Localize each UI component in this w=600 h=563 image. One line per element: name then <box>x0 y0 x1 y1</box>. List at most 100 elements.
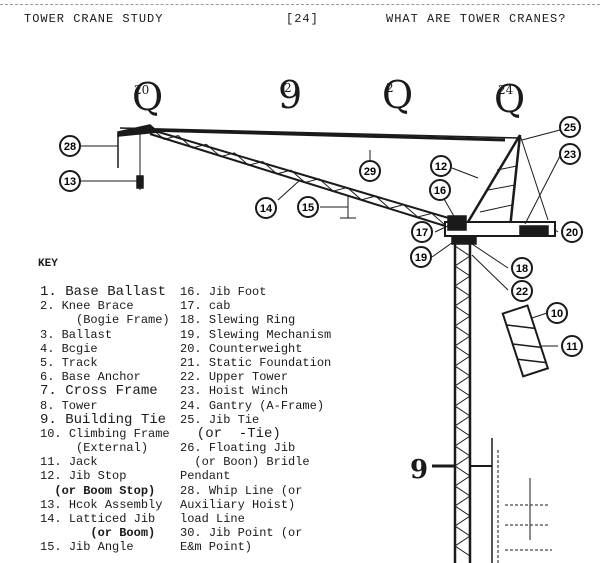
callout-13: 13 <box>59 170 81 192</box>
key-entry-label: (or -Tie) <box>180 425 281 442</box>
callout-number: 16 <box>434 185 446 197</box>
key-entry: 9. Building Tie <box>40 413 180 427</box>
key-entry: 21. Static Foundation <box>180 356 360 370</box>
key-entry: 23. Hoist Winch <box>180 384 360 398</box>
whip-line <box>144 128 506 142</box>
overlay-small: 20 <box>134 83 149 97</box>
key-entry: (or -Tie) <box>180 427 360 441</box>
key-entry-label: Climbing Frame <box>68 426 170 441</box>
key-entry-label: (Bogie Frame) <box>40 313 170 328</box>
callout-number: 11 <box>566 341 578 353</box>
key-entry-label: Auxiliary Hoist) <box>180 497 296 512</box>
key-entry: 3. Ballast <box>40 328 180 342</box>
callout-25: 25 <box>559 116 581 138</box>
key-entry: 1. Base Ballast <box>40 285 180 299</box>
key-entry-number: 8. <box>40 398 62 413</box>
crane-structure <box>117 124 556 563</box>
callout-28: 28 <box>59 135 81 157</box>
callout-number: 17 <box>416 227 428 239</box>
key-entry-number: 6. <box>40 370 62 385</box>
key-entry: 17. cab <box>180 299 360 313</box>
overlay-mark: Q <box>494 77 525 121</box>
key-entry-number: 4. <box>40 341 62 356</box>
callout-number: 28 <box>64 141 76 153</box>
key-entry-number: 23. <box>180 384 209 399</box>
key-entry-label: cab <box>208 299 231 314</box>
key-entry-label: Track <box>61 355 98 370</box>
key-entry: 15. Jib Angle <box>40 540 180 554</box>
callout-number: 14 <box>260 203 273 215</box>
key-entry-number: 10. <box>40 426 69 441</box>
key-entry-number: 21. <box>180 355 209 370</box>
callout-number: 25 <box>564 122 576 134</box>
key-entry: E&m Point) <box>180 540 360 554</box>
leader-lines <box>81 129 561 347</box>
key-entry-number: 17. <box>180 299 209 314</box>
header-page-number: [24] <box>286 12 319 26</box>
header-study-title: TOWER CRANE STUDY <box>24 12 164 26</box>
top-dashed-rule <box>0 4 600 5</box>
key-entry-label: (External) <box>40 441 149 456</box>
key-entry-label: Jib Angle <box>68 540 134 555</box>
key-entry: 22. Upper Tower <box>180 370 360 384</box>
callout-15: 15 <box>297 196 319 218</box>
key-entry-number: 26. <box>180 441 209 456</box>
callout-number: 10 <box>551 308 563 320</box>
key-entry-label: Latticed Jib <box>68 512 156 526</box>
key-entry: 11. Jack <box>40 455 180 469</box>
key-title: KEY <box>38 258 58 270</box>
key-entry: 19. Slewing Mechanism <box>180 328 360 342</box>
callout-14: 14 <box>255 197 277 219</box>
key-entry-number: 24. <box>180 398 209 413</box>
overlay-mark: Q <box>132 75 163 119</box>
key-entry-number: 13. <box>40 497 69 512</box>
key-entry: 14. Latticed Jib <box>40 512 180 526</box>
key-entry: load Line <box>180 512 360 526</box>
key-entry-label: (or Boom) <box>40 526 156 541</box>
callout-number: 18 <box>516 263 528 275</box>
key-entry-label: Cross Frame <box>65 383 158 400</box>
key-entry: Pendant <box>180 469 360 483</box>
callout-19: 19 <box>410 246 432 268</box>
key-entry-label: Hoist Winch <box>208 384 289 399</box>
callout-16: 16 <box>429 179 451 201</box>
key-entry-label: Static Foundation <box>208 355 332 370</box>
overlay-small: 2 <box>386 81 394 95</box>
overlay-mark: Q <box>382 73 413 117</box>
key-entry-number: 20. <box>180 341 209 356</box>
key-entry-number: 18. <box>180 313 209 328</box>
key-entry-label: Tower <box>61 398 98 413</box>
callout-number: 20 <box>566 227 578 239</box>
callout-20: 20 <box>561 221 583 243</box>
key-entry: 10. Climbing Frame <box>40 427 180 441</box>
overlay-marks: Q 9 Q Q 9 20 2 2 24 <box>132 73 525 485</box>
jib-upper-chord <box>144 127 463 223</box>
key-entry-number: 1. <box>40 284 66 300</box>
key-entry-label: (or Boom Stop) <box>40 483 156 498</box>
key-entry-label: Jib Stop <box>68 469 127 484</box>
key-entry: (Bogie Frame) <box>40 313 180 327</box>
key-entry: 20. Counterweight <box>180 342 360 356</box>
key-entry-number: 22. <box>180 370 209 385</box>
callout-12: 12 <box>430 155 452 177</box>
key-entry-label: Counterweight <box>208 341 303 356</box>
callout-18: 18 <box>511 257 533 279</box>
callout-number: 12 <box>435 161 447 173</box>
callout-17: 17 <box>411 221 433 243</box>
key-entry: 28. Whip Line (or <box>180 484 360 498</box>
key-entry: 30. Jib Point (or <box>180 526 360 540</box>
overlay-mark: 9 <box>278 73 302 117</box>
key-entry-label: Whip Line (or <box>208 483 303 498</box>
callout-number: 15 <box>302 202 314 214</box>
key-entry-label: Slewing Ring <box>208 313 296 328</box>
key-entry-label: Base Ballast <box>65 284 167 300</box>
key-entry: 8. Tower <box>40 399 180 413</box>
key-entry-number: 30. <box>180 526 209 541</box>
key-entry: 6. Base Anchor <box>40 370 180 384</box>
key-entry-label: Building Tie <box>65 411 167 428</box>
key-entry: 2. Knee Brace <box>40 299 180 313</box>
gantry-leg-rear <box>508 134 522 229</box>
